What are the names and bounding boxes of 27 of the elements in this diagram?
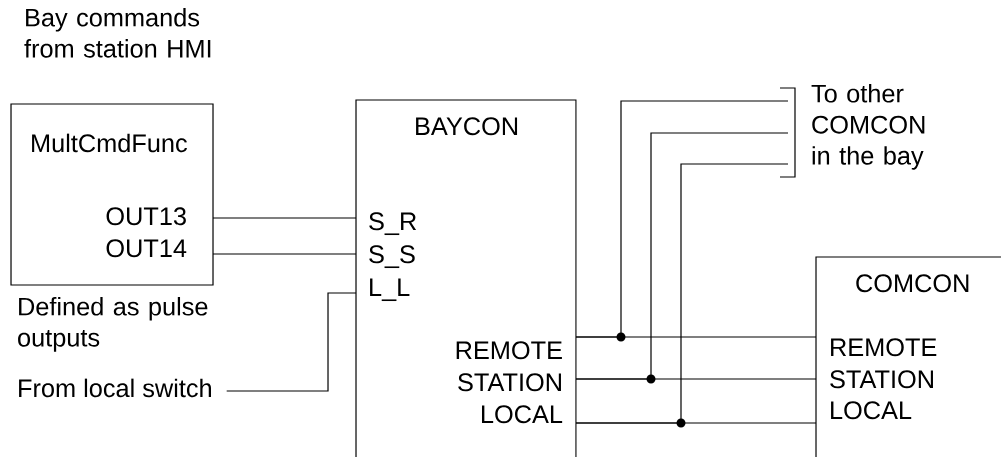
wire bbox=[212, 217, 357, 219]
port-label: LOCAL bbox=[831, 401, 912, 420]
note-text: Defined as pulse outputs bbox=[18, 297, 208, 352]
port-label: REMOTE bbox=[831, 338, 937, 357]
port-label: OUT13 bbox=[106, 207, 186, 226]
port-label: STATION bbox=[830, 370, 933, 389]
port-label: LOCAL bbox=[482, 405, 563, 424]
function-block bbox=[815, 256, 1001, 457]
block-title: BAYCON bbox=[416, 117, 518, 136]
port-label: S_R bbox=[369, 212, 417, 236]
wire bbox=[226, 292, 357, 392]
port-label: STATION bbox=[458, 373, 561, 392]
port-label: S_S bbox=[369, 245, 415, 269]
function-block bbox=[355, 99, 577, 457]
function-block bbox=[10, 103, 214, 286]
block-title: COMCON bbox=[856, 274, 969, 293]
port-label: L_L bbox=[370, 278, 410, 302]
note-text: Bay commands from station HMI bbox=[24, 8, 211, 58]
input-label: From local switch bbox=[19, 378, 211, 398]
port-label: OUT14 bbox=[106, 239, 187, 258]
port-label: REMOTE bbox=[456, 341, 562, 360]
destination-label: To other COMCON in the bay bbox=[811, 84, 925, 170]
wire bbox=[575, 132, 789, 384]
block-title: MultCmdFunc bbox=[32, 133, 187, 153]
wire bbox=[575, 163, 789, 428]
wire bbox=[212, 253, 357, 255]
wire bbox=[575, 100, 789, 342]
